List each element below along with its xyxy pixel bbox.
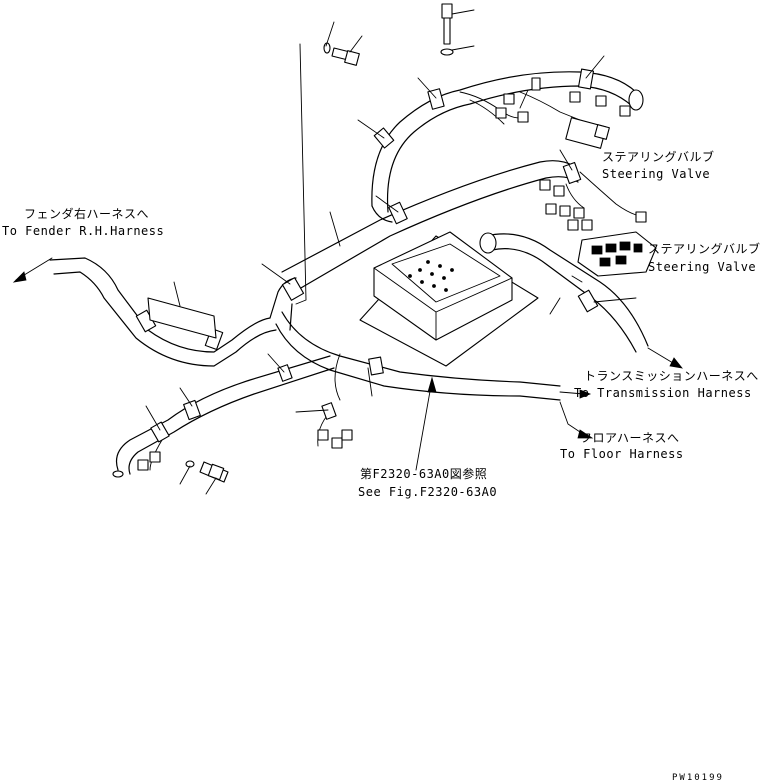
floor-label-en: To Floor Harness (560, 447, 684, 461)
harness-clamps (135, 68, 599, 443)
see-fig-label-en: See Fig.F2320-63A0 (358, 485, 497, 499)
steering-valve-1-label-jp: ステアリングバルブ (602, 149, 715, 164)
main-harness-tubes (49, 71, 649, 475)
bracket-rod (295, 43, 307, 305)
steering-valve-lower (577, 231, 657, 277)
direction-arrows (12, 257, 683, 439)
harness-guard-plate (147, 297, 217, 339)
floor-label-jp: フロアハーネスへ (580, 431, 680, 445)
small-connectors (137, 77, 647, 471)
steering-valve-2-label-en: Steering Valve (648, 260, 756, 274)
steering-valve-1-label-en: Steering Valve (602, 167, 710, 181)
leader-lines (145, 9, 637, 495)
transmission-label-en: To Transmission Harness (574, 386, 752, 400)
transmission-label-jp: トランスミッションハーネスへ (584, 369, 759, 383)
bolts-and-washers (185, 3, 454, 483)
fender-label-jp: フェンダ右ハーネスへ (24, 206, 149, 221)
steering-valve-upper (565, 117, 610, 149)
controller-box (359, 231, 539, 367)
harness-end-caps (112, 89, 644, 478)
drawing-code: PW10199 (672, 773, 724, 783)
fender-label-en: To Fender R.H.Harness (2, 224, 164, 238)
steering-valve-2-label-jp: ステアリングバルブ (648, 241, 761, 256)
see-fig-label-jp: 第F2320-63A0図参照 (360, 466, 487, 481)
